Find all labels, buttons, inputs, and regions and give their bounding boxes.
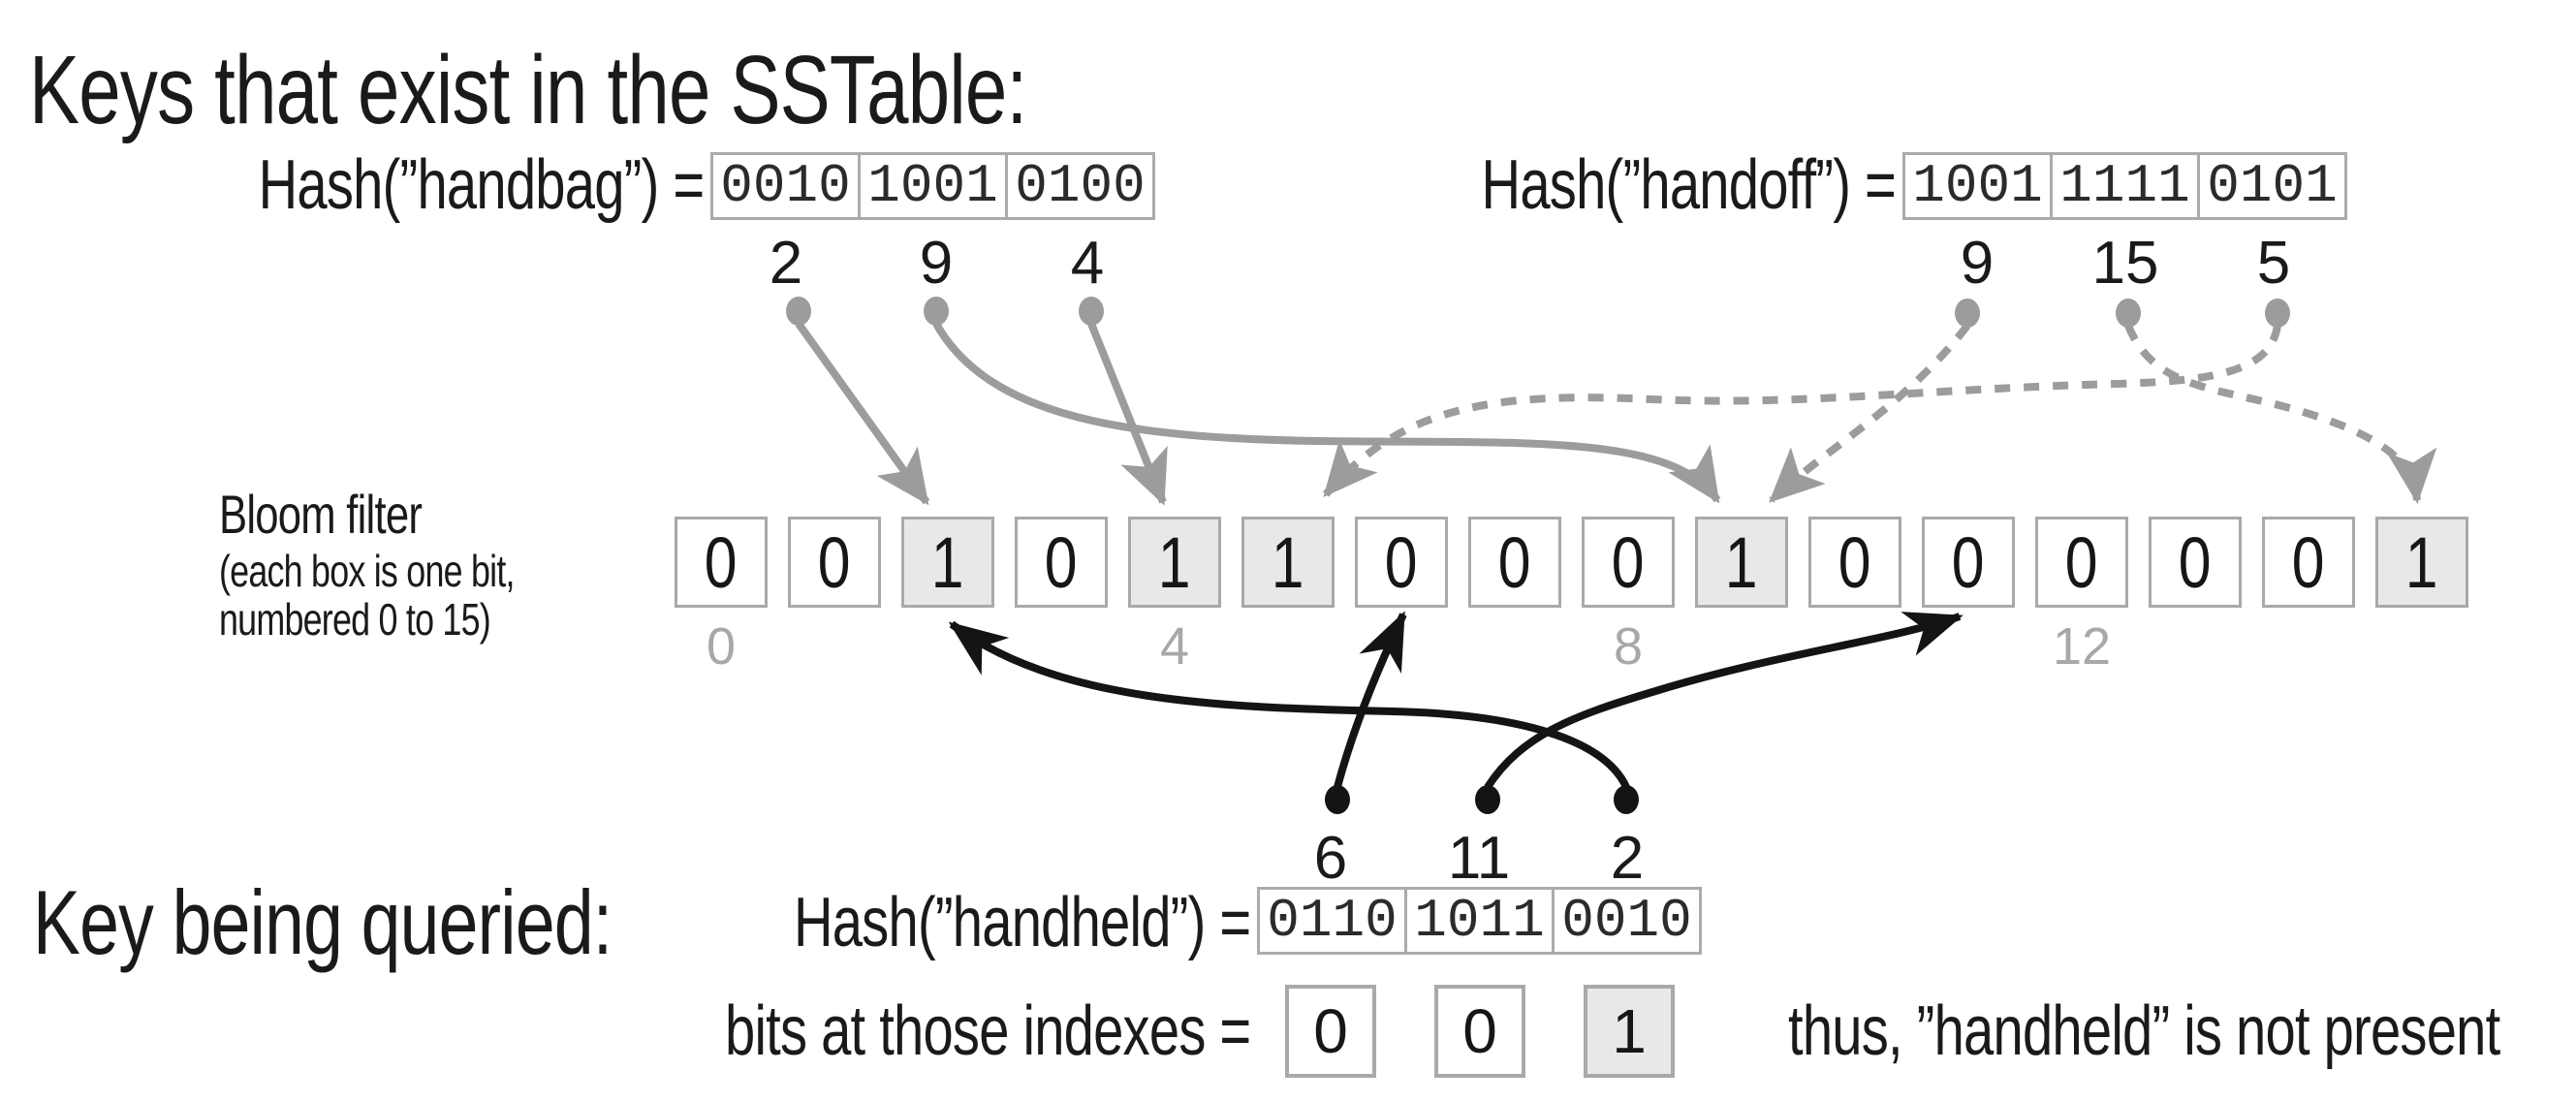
bloom-bit-1: 0 <box>788 517 881 608</box>
handheld-dot-11 <box>1475 785 1500 814</box>
bloom-bit-13: 0 <box>2149 517 2242 608</box>
handheld-index-numbers: 6 11 2 <box>0 824 2576 892</box>
handoff-nibble-2: 0101 <box>2197 152 2347 220</box>
bloom-tick-8: 8 <box>1613 617 1644 676</box>
handoff-index-9: 9 <box>1960 230 1995 297</box>
handoff-index-numbers: 9 15 5 <box>0 229 2576 297</box>
handheld-dot-6 <box>1325 785 1350 814</box>
handbag-hash-label: Hash(”handbag”) = <box>258 146 704 224</box>
handoff-nibble-0: 1001 <box>1902 152 2053 220</box>
result-bit-0: 0 <box>1285 985 1376 1078</box>
bloom-bit-14-value: 0 <box>2292 521 2325 603</box>
bloom-filter-sublabel-1: (each box is one bit, <box>219 546 516 596</box>
bloom-bit-13-value: 0 <box>2179 521 2212 603</box>
bloom-bit-3: 0 <box>1015 517 1108 608</box>
bloom-bit-8: 0 <box>1582 517 1675 608</box>
bloom-bit-0: 0 <box>675 517 768 608</box>
bloom-bit-0-value: 0 <box>705 521 738 603</box>
bloom-bit-4: 1 <box>1128 517 1221 608</box>
handoff-hash-label: Hash(”handoff”) = <box>1481 146 1897 224</box>
conclusion: thus, ”handheld” is not present <box>1788 992 2500 1070</box>
bloom-bit-11: 0 <box>1922 517 2015 608</box>
bloom-bit-15: 1 <box>2375 517 2468 608</box>
handoff-index-5: 5 <box>2256 230 2291 297</box>
handbag-dot-2 <box>786 297 811 326</box>
bloom-bit-12: 0 <box>2035 517 2128 608</box>
handoff-dot-15 <box>2116 299 2141 328</box>
bloom-filter-sublabel-2: numbered 0 to 15) <box>219 594 491 645</box>
bloom-filter-label: Bloom filter <box>219 484 423 545</box>
handbag-nibble-0: 0010 <box>710 152 861 220</box>
handheld-index-11: 11 <box>1447 825 1511 892</box>
bloom-bit-6: 0 <box>1355 517 1448 608</box>
bloom-bit-8-value: 0 <box>1612 521 1645 603</box>
handbag-dot-4 <box>1079 297 1104 326</box>
result-label: bits at those indexes = <box>724 992 1251 1070</box>
bloom-bit-9-value: 1 <box>1725 521 1758 603</box>
handbag-nibble-2: 0100 <box>1005 152 1155 220</box>
page-title: Keys that exist in the SSTable: <box>29 35 1308 146</box>
arrow-handbag-to-bit-9 <box>932 322 1721 504</box>
bloom-bit-11-value: 0 <box>1952 521 1985 603</box>
bloom-bit-7-value: 0 <box>1498 521 1531 603</box>
bloom-bit-15-value: 1 <box>2405 521 2438 603</box>
result-bit-1: 0 <box>1434 985 1525 1078</box>
bloom-bit-3-value: 0 <box>1045 521 1078 603</box>
handoff-nibble-1: 1111 <box>2050 152 2200 220</box>
bloom-bit-7: 0 <box>1468 517 1561 608</box>
handheld-dot-2 <box>1614 785 1639 814</box>
bloom-bit-9: 1 <box>1695 517 1788 608</box>
bloom-bit-12-value: 0 <box>2065 521 2098 603</box>
handbag-index-9: 9 <box>919 230 954 297</box>
query-section-label: Key being queried: <box>33 871 613 973</box>
page-title-text: Keys that exist in the SSTable: <box>29 36 1027 144</box>
handbag-index-4: 4 <box>1070 230 1105 297</box>
bloom-tick-4: 4 <box>1159 617 1190 676</box>
bloom-bit-5-value: 1 <box>1272 521 1304 603</box>
bloom-tick-12: 12 <box>2052 617 2112 676</box>
handoff-dot-5 <box>2265 299 2290 328</box>
bloom-bit-4-value: 1 <box>1158 521 1191 603</box>
bloom-bit-10-value: 0 <box>1838 521 1871 603</box>
bloom-tick-0: 0 <box>706 617 737 676</box>
handheld-nibble-0: 0110 <box>1257 887 1407 955</box>
handheld-index-6: 6 <box>1313 825 1348 892</box>
bloom-filter-ticks: 0 4 8 12 <box>0 616 2576 676</box>
bloom-bit-10: 0 <box>1808 517 1901 608</box>
arrow-handoff-to-bit-15 <box>2124 324 2437 504</box>
arrow-handoff-to-bit-9 <box>1769 323 1971 503</box>
arrow-handoff-to-bit-5 <box>1322 325 2281 498</box>
bloom-bit-2: 1 <box>901 517 994 608</box>
result-bit-2: 1 <box>1584 985 1675 1078</box>
handbag-index-numbers: 2 9 4 <box>0 229 2576 297</box>
bloom-bit-14: 0 <box>2262 517 2355 608</box>
handheld-nibble-2: 0010 <box>1552 887 1702 955</box>
handbag-index-2: 2 <box>769 230 803 297</box>
bloom-bit-6-value: 0 <box>1385 521 1418 603</box>
handbag-dot-9 <box>924 297 949 326</box>
bloom-bit-2-value: 1 <box>931 521 964 603</box>
bloom-bit-5: 1 <box>1241 517 1335 608</box>
arrow-handbag-to-bit-4 <box>1087 322 1168 506</box>
handoff-index-15: 15 <box>2091 230 2159 297</box>
bloom-bit-1-value: 0 <box>818 521 851 603</box>
handheld-nibble-1: 1011 <box>1404 887 1555 955</box>
handheld-hash-label: Hash(”handheld”) = <box>793 884 1251 961</box>
arrow-handbag-to-bit-2 <box>795 321 930 506</box>
handoff-dot-9 <box>1955 299 1980 328</box>
handheld-index-2: 2 <box>1610 825 1645 892</box>
